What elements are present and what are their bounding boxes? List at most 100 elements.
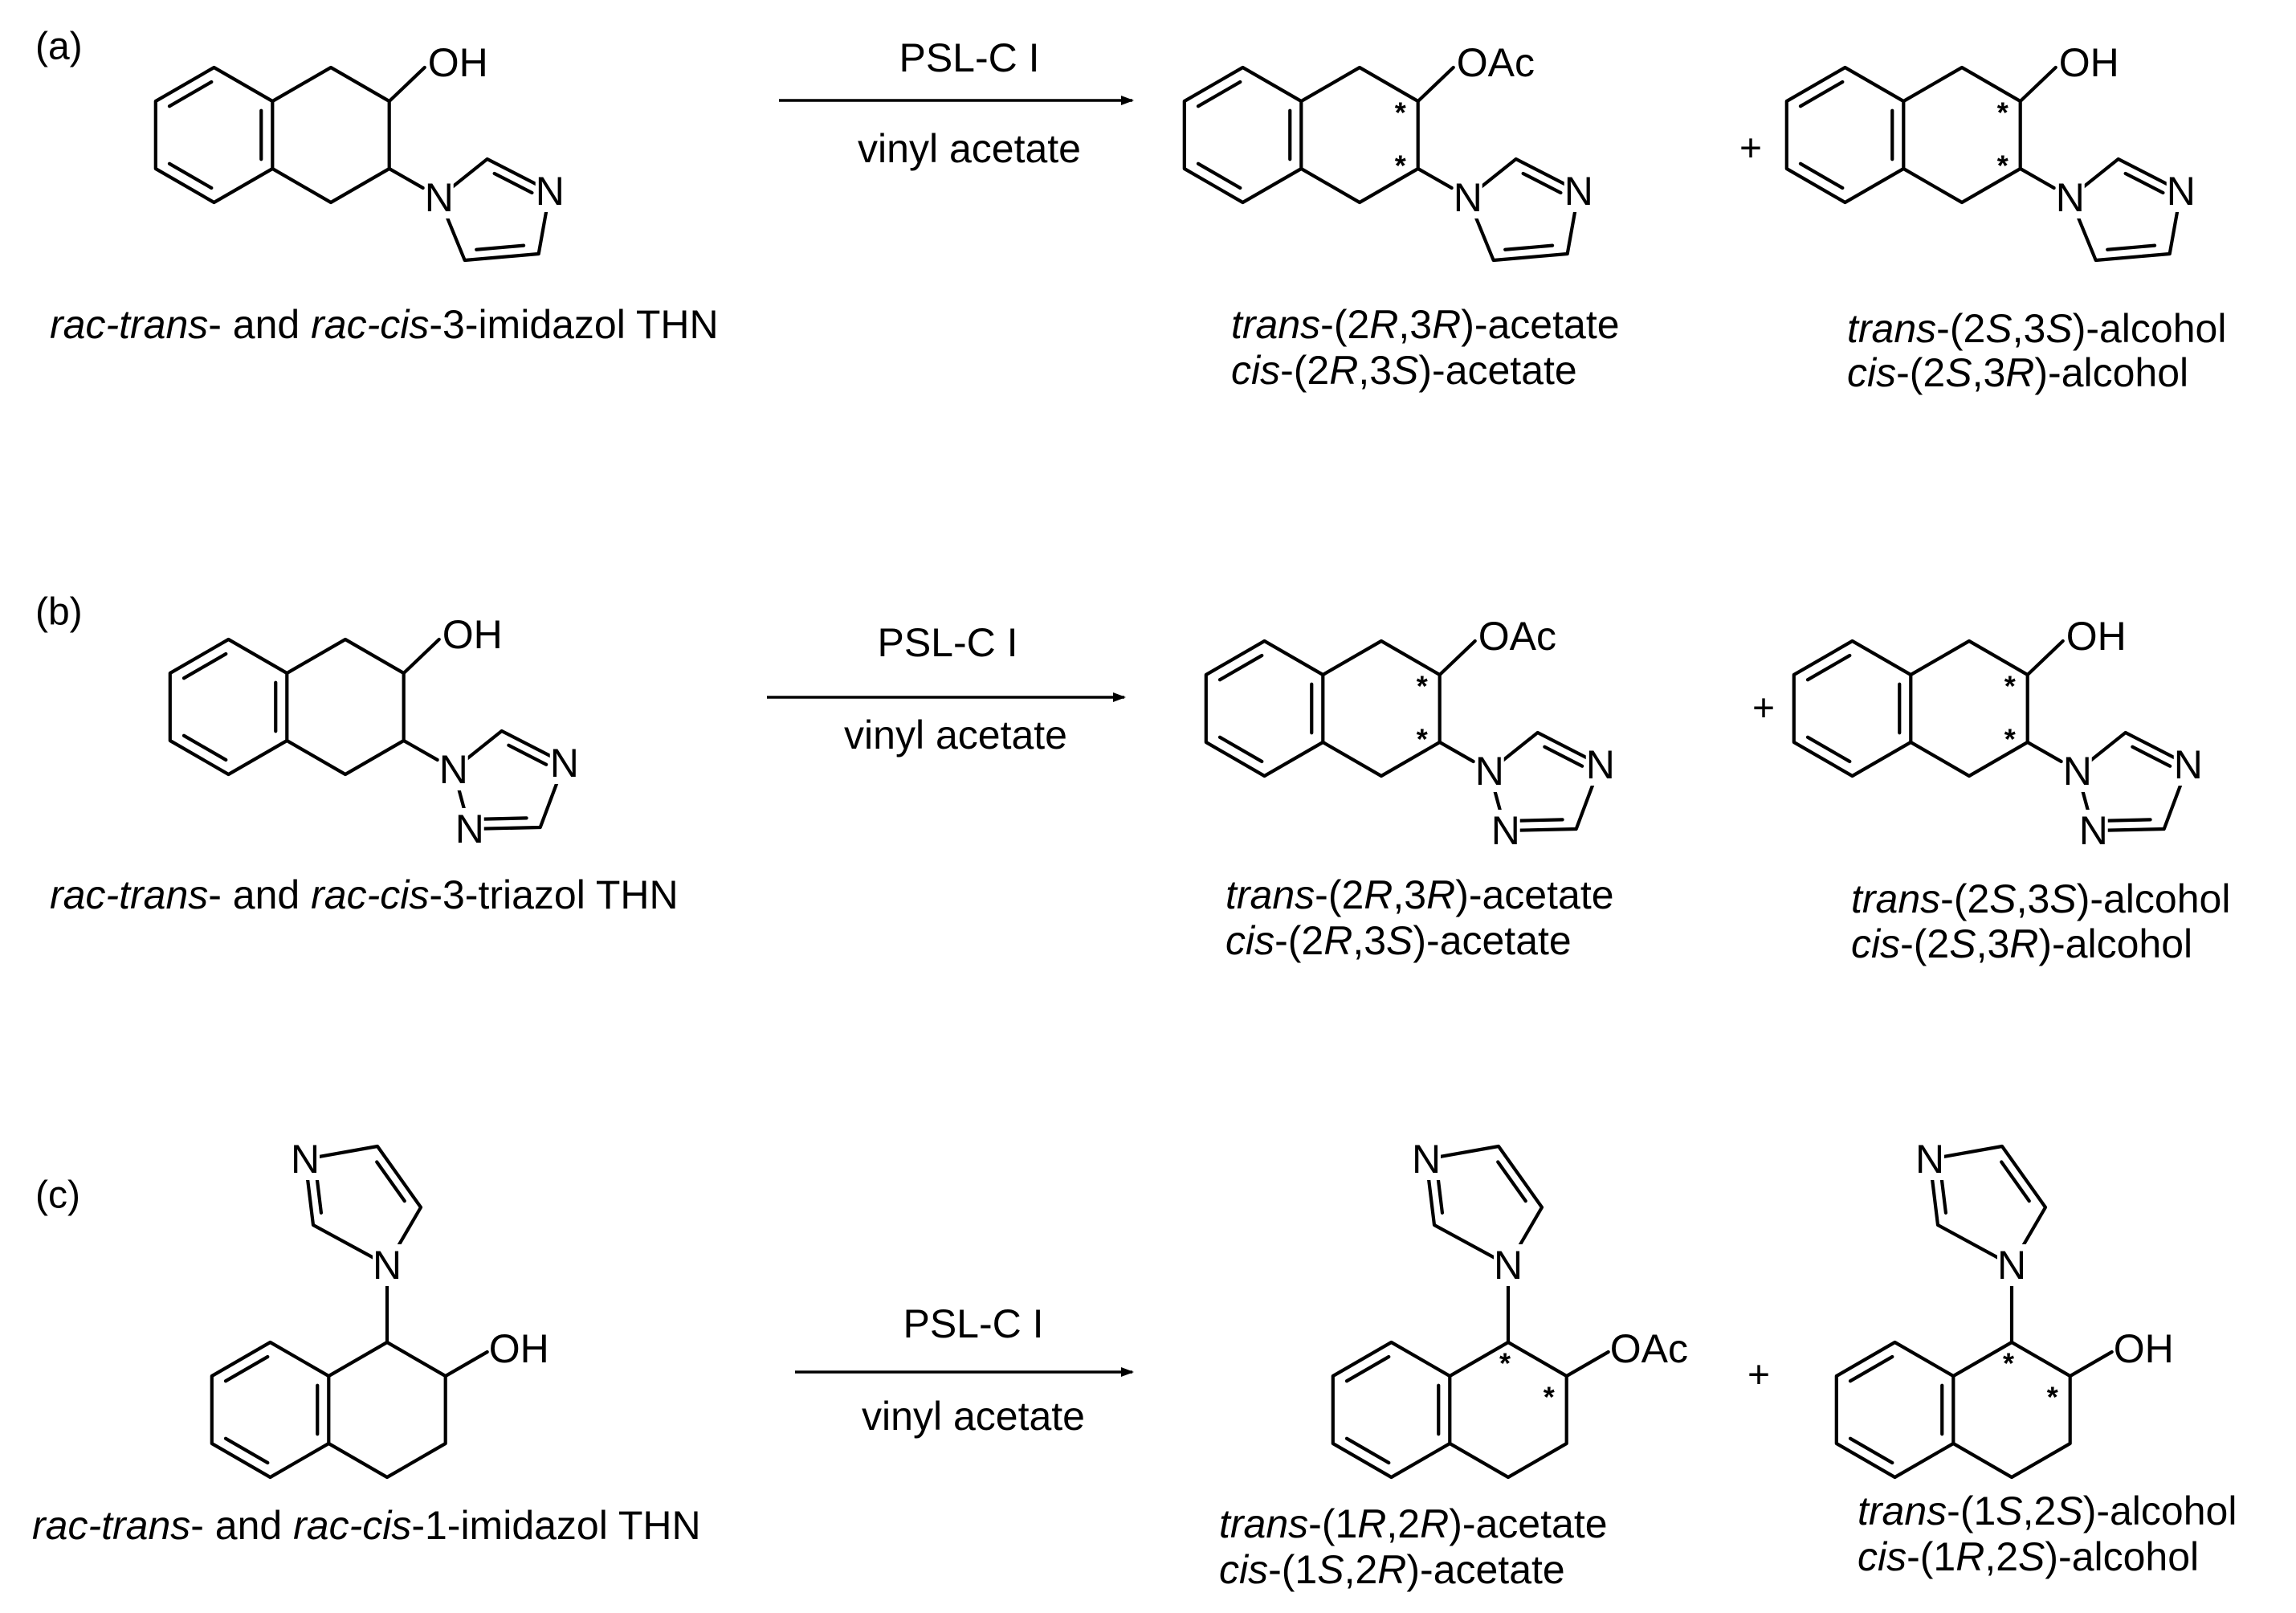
reagent-label: PSL-C I [903, 1301, 1043, 1346]
caption-segment: R [2009, 921, 2038, 966]
caption-segment: )-alcohol [2038, 921, 2192, 966]
caption-segment: S [1989, 876, 2016, 921]
aromatic-double-bond [1217, 735, 1264, 764]
caption-segment: -(1 [1907, 1534, 1955, 1579]
acetate-caption-cis: cis-(2R,3S)-acetate [1231, 348, 1577, 393]
solvent-label: vinyl acetate [858, 126, 1081, 171]
benzene-ring [153, 65, 275, 205]
caption-segment: S [2018, 1534, 2045, 1579]
aromatic-double-bond [181, 651, 228, 680]
saturated-ring [1902, 65, 2022, 205]
caption-segment: -(2 [1900, 921, 1949, 966]
caption-segment: cis [1225, 918, 1274, 963]
atom-mask [1564, 170, 1593, 212]
saturated-ring [285, 637, 406, 777]
ring-double-bond [492, 171, 534, 195]
benzene-ring [1204, 639, 1325, 778]
stereocenter-mark: * [1499, 1347, 1511, 1380]
benzene-ring [210, 1340, 331, 1480]
stereocenter-mark: * [1997, 96, 2008, 129]
caption-segment: trans [1847, 306, 1936, 351]
atom-mask [535, 170, 565, 212]
caption-segment: ,2 [1386, 1501, 1420, 1546]
atom-mask [2173, 744, 2203, 786]
acetate-caption-trans: trans-(1R,2R)-acetate [1219, 1501, 1608, 1546]
alcohol-caption-trans: trans-(2S,3S)-alcohol [1847, 306, 2226, 351]
caption-segment: ,3 [1393, 872, 1426, 917]
n-bond [1438, 740, 1475, 764]
panel-label: (a) [35, 26, 83, 68]
caption-segment: ,3 [2013, 306, 2046, 351]
plus-sign: + [1752, 688, 1775, 730]
ring-double-bond [475, 243, 526, 251]
caption-segment: ,3 [1972, 350, 2006, 395]
caption-segment: rac-cis [311, 302, 429, 347]
ring-double-bond [507, 743, 549, 766]
ring-double-bond [1503, 243, 1555, 251]
caption-segment: -(1 [1947, 1488, 1996, 1533]
caption-segment: -(1 [1308, 1501, 1357, 1546]
caption-segment: )-alcohol [2077, 876, 2231, 921]
caption-segment: rac-cis [311, 872, 429, 917]
benzene-ring [1182, 65, 1303, 205]
atom-mask [2055, 177, 2085, 218]
caption-segment: )-alcohol [2034, 350, 2188, 395]
ring-double-bond [2106, 818, 2152, 823]
caption-segment: trans [1231, 302, 1320, 347]
caption-segment: )-acetate [1461, 302, 1619, 347]
atom-mask [1915, 1138, 1944, 1180]
nitrogen-atom: N [1586, 742, 1615, 787]
caption-segment: rac-cis [293, 1503, 411, 1548]
caption-segment: S [1996, 1488, 2022, 1533]
saturated-ring [1951, 1340, 2072, 1480]
aromatic-double-bond [1798, 80, 1845, 108]
caption-segment: - and [190, 1503, 293, 1548]
caption-segment: )-acetate [1413, 918, 1571, 963]
substituent-bond [387, 65, 426, 104]
caption-segment: -3-triazol THN [429, 872, 678, 917]
substituent-bond [1438, 639, 1477, 677]
alcohol-caption-cis: cis-(1R,2S)-alcohol [1858, 1534, 2199, 1579]
caption-segment: )-acetate [1418, 348, 1576, 393]
oxygen-group: OAc [1457, 40, 1535, 85]
panel-label: (c) [35, 1174, 80, 1217]
atom-mask [291, 1138, 320, 1180]
caption-segment: trans [1858, 1488, 1947, 1533]
caption-segment: cis [1851, 921, 1900, 966]
oxygen-group: OAc [1478, 614, 1556, 659]
stereocenter-mark: * [2003, 1347, 2014, 1380]
nitrogen-atom: N [373, 1243, 402, 1288]
caption-segment: rac-trans [50, 872, 208, 917]
imidazole-ring [2068, 157, 2183, 263]
stereocenter-mark: * [2004, 723, 2016, 756]
stereocenter-mark: * [2004, 670, 2016, 703]
ring-double-bond [2106, 243, 2157, 251]
nitrogen-atom: N [2174, 742, 2203, 787]
n-bond [402, 738, 439, 762]
acetate-caption-trans: trans-(2R,3R)-acetate [1231, 302, 1620, 347]
caption-segment: ,2 [1984, 1534, 2018, 1579]
substituent-bond [402, 637, 441, 676]
oxygen-group: OH [428, 40, 488, 85]
saturated-ring [1448, 1340, 1568, 1480]
nitrogen-atom: N [2063, 749, 2092, 794]
ring-double-bond [1518, 818, 1564, 823]
aromatic-double-bond [1344, 1436, 1391, 1465]
oxygen-group: OH [2066, 614, 2127, 659]
atom-mask [1997, 1244, 2026, 1286]
alcohol-caption-trans: trans-(1S,2S)-alcohol [1858, 1488, 2237, 1533]
substrate-caption: rac-trans- and rac-cis-3-triazol THN [50, 872, 679, 917]
substrate-caption: rac-trans- and rac-cis-1-imidazol THN [32, 1503, 701, 1548]
atom-mask [2062, 750, 2092, 792]
nitrogen-atom: N [1494, 1243, 1523, 1288]
nitrogen-atom: N [455, 806, 484, 851]
nitrogen-atom: N [439, 747, 468, 792]
reagent-label: PSL-C I [899, 35, 1039, 80]
